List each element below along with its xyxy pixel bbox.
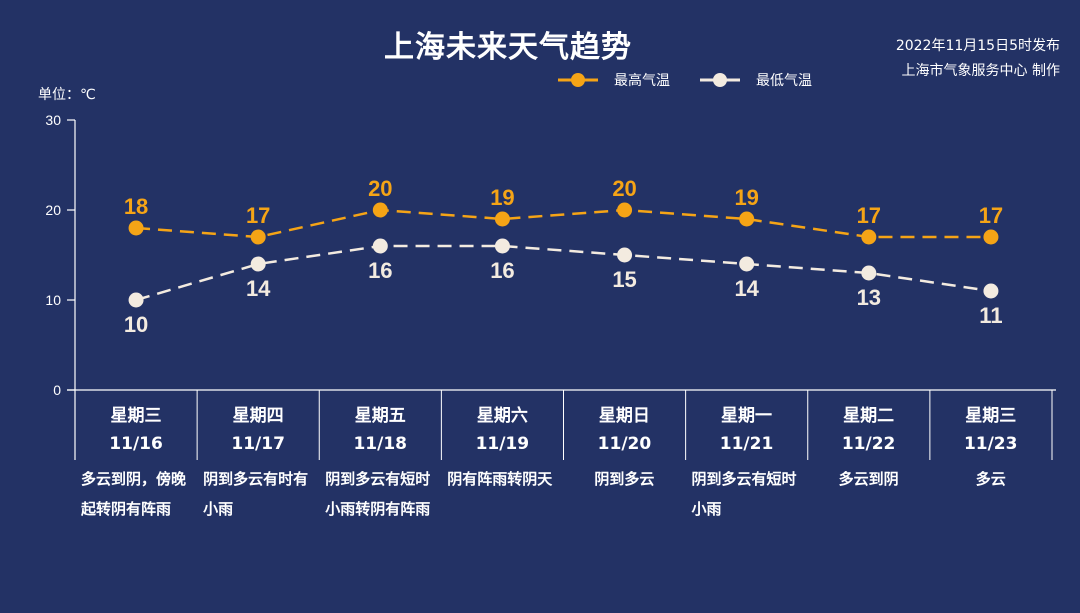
day-column: 星期三 11/23 多云	[930, 392, 1052, 524]
legend-high[interactable]: 最高气温	[558, 70, 670, 90]
high-temp-point[interactable]	[372, 202, 388, 218]
date-label: 11/19	[475, 434, 530, 454]
day-header: 星期二 11/22	[808, 392, 930, 460]
low-temp-point[interactable]	[739, 256, 755, 272]
date-label: 11/21	[719, 434, 774, 454]
low-temp-point[interactable]	[250, 256, 266, 272]
low-line-marker-icon	[700, 73, 740, 87]
high-temp-point[interactable]	[250, 229, 266, 245]
weather-description: 阴到多云	[594, 470, 655, 488]
low-temp-label: 14	[734, 276, 759, 301]
day-header: 星期五 11/18	[319, 392, 441, 460]
day-header: 星期六 11/19	[441, 392, 563, 460]
weekday-label: 星期日	[598, 406, 650, 426]
high-temp-point[interactable]	[739, 211, 755, 227]
chart-title: 上海未来天气趋势	[384, 30, 632, 65]
low-temp-label: 16	[490, 258, 514, 283]
day-header: 星期日 11/20	[563, 392, 685, 460]
legend: 最高气温 最低气温	[558, 70, 812, 90]
weekday-label: 星期六	[476, 406, 528, 426]
publish-info: 2022年11月15日5时发布 上海市气象服务中心 制作	[896, 34, 1060, 84]
weather-description: 阴到多云有短时小雨转阴有阵雨	[325, 470, 431, 518]
date-label: 11/16	[109, 434, 163, 454]
y-tick-label: 0	[53, 382, 61, 398]
date-label: 11/17	[231, 434, 285, 454]
high-temp-label: 19	[734, 185, 758, 210]
weather-description: 阴有阵雨转阴天	[447, 470, 553, 488]
high-temp-point[interactable]	[128, 220, 144, 236]
low-temp-label: 14	[246, 276, 271, 301]
high-temp-label: 20	[612, 176, 636, 201]
legend-low-label: 最低气温	[756, 73, 812, 89]
weekday-label: 星期四	[232, 406, 284, 426]
high-temp-label: 19	[490, 185, 514, 210]
day-column: 星期五 11/18 阴到多云有短时小雨转阴有阵雨	[319, 392, 441, 524]
day-column: 星期日 11/20 阴到多云	[563, 392, 685, 524]
date-label: 11/20	[597, 434, 652, 454]
y-tick-label: 30	[45, 112, 61, 128]
publish-time: 2022年11月15日5时发布	[895, 38, 1060, 54]
weather-description: 多云到阴，傍晚起转阴有阵雨	[81, 470, 187, 518]
high-temp-label: 17	[246, 203, 270, 228]
y-tick-label: 10	[45, 292, 61, 308]
day-column: 星期四 11/17 阴到多云有时有小雨	[197, 392, 319, 524]
weather-description: 阴到多云有短时小雨	[691, 470, 797, 518]
weekday-label: 星期三	[110, 406, 162, 426]
high-line-marker-icon	[558, 73, 598, 87]
weekday-label: 星期五	[354, 406, 406, 426]
y-tick-label: 20	[45, 202, 61, 218]
low-temp-point[interactable]	[372, 238, 388, 254]
day-column: 星期六 11/19 阴有阵雨转阴天	[441, 392, 563, 524]
low-temp-label: 10	[124, 312, 148, 337]
low-temp-label: 13	[857, 285, 881, 310]
high-temp-point[interactable]	[861, 229, 877, 245]
low-temp-label: 11	[979, 303, 1002, 328]
date-label: 11/22	[841, 434, 896, 454]
weekday-label: 星期二	[843, 406, 895, 426]
publisher: 上海市气象服务中心 制作	[901, 63, 1060, 79]
weekday-label: 星期一	[721, 406, 773, 426]
day-header: 星期四 11/17	[197, 392, 319, 460]
weather-description: 阴到多云有时有小雨	[203, 470, 309, 518]
high-temp-label: 20	[368, 176, 392, 201]
weather-description: 多云	[975, 470, 1006, 488]
date-label: 11/18	[353, 434, 407, 454]
low-temp-point[interactable]	[861, 265, 877, 281]
weather-description: 多云到阴	[838, 470, 899, 488]
legend-high-label: 最高气温	[614, 73, 670, 89]
high-temp-label: 18	[124, 194, 148, 219]
date-label: 11/23	[963, 434, 1018, 454]
low-temp-point[interactable]	[983, 283, 999, 299]
high-temp-line	[135, 208, 991, 239]
high-temp-point[interactable]	[983, 229, 999, 245]
low-temp-label: 16	[368, 258, 392, 283]
day-column: 星期三 11/16 多云到阴，傍晚起转阴有阵雨	[75, 392, 197, 524]
low-temp-point[interactable]	[128, 292, 144, 308]
low-temp-point[interactable]	[617, 247, 633, 263]
legend-low[interactable]: 最低气温	[700, 70, 812, 90]
low-temp-label: 15	[612, 267, 636, 292]
day-column: 星期二 11/22 多云到阴	[808, 392, 930, 524]
low-temp-point[interactable]	[494, 238, 510, 254]
high-temp-point[interactable]	[617, 202, 633, 218]
high-temp-point[interactable]	[494, 211, 510, 227]
weekday-label: 星期三	[965, 406, 1017, 426]
day-header: 星期一 11/21	[685, 392, 807, 460]
day-column: 星期一 11/21 阴到多云有短时小雨	[685, 392, 807, 524]
high-temp-label: 17	[979, 203, 1003, 228]
day-header: 星期三 11/23	[930, 392, 1052, 460]
day-header: 星期三 11/16	[75, 392, 197, 460]
y-axis-unit: 单位：℃	[38, 87, 96, 103]
high-temp-label: 17	[857, 203, 881, 228]
